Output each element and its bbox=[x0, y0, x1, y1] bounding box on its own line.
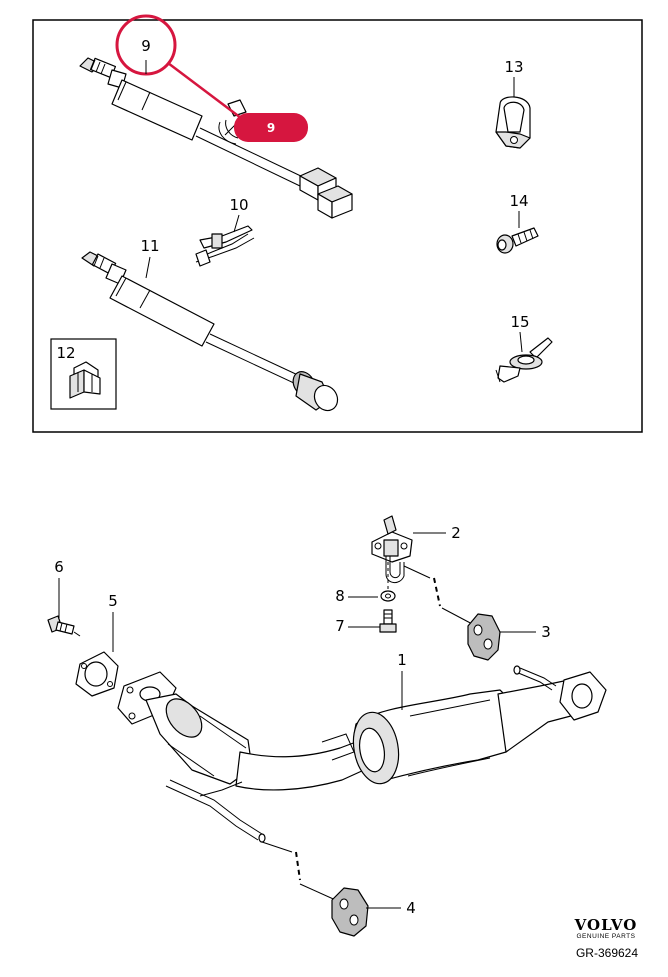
callout-15-leader bbox=[519, 331, 523, 353]
part-15-clip[interactable] bbox=[495, 337, 553, 383]
part-2-hanger-bracket[interactable] bbox=[371, 515, 413, 583]
callout-14-number: 14 bbox=[509, 192, 528, 210]
part-9-oxygen-sensor[interactable] bbox=[79, 57, 353, 219]
mount-3-reference-line bbox=[403, 565, 477, 627]
brand-logo: VOLVO bbox=[574, 916, 638, 934]
part-10-clip[interactable] bbox=[195, 225, 255, 267]
callout-8-number: 8 bbox=[335, 587, 345, 605]
part-14-bolt[interactable] bbox=[496, 227, 539, 254]
callout-9-number: 9 bbox=[141, 37, 151, 55]
part-8-washer[interactable] bbox=[380, 590, 396, 602]
part-5-gasket[interactable] bbox=[75, 651, 119, 697]
mount-4-reference-line bbox=[261, 841, 341, 903]
highlight-badge-label: 9 bbox=[267, 121, 275, 135]
highlight-leader-line bbox=[167, 62, 246, 122]
part-1-front-pipe-catalytic-converter[interactable] bbox=[117, 665, 607, 843]
callout-11-number: 11 bbox=[140, 237, 159, 255]
callout-15-number: 15 bbox=[510, 313, 529, 331]
callout-10-number: 10 bbox=[229, 196, 248, 214]
callout-7-number: 7 bbox=[335, 617, 345, 635]
part-3-rubber-mount[interactable] bbox=[467, 613, 501, 661]
brand-subtitle: GENUINE PARTS bbox=[576, 933, 636, 940]
highlight-badge-9[interactable]: 9 bbox=[234, 113, 308, 142]
part-6-bolt[interactable] bbox=[47, 615, 75, 635]
part-7-bolt[interactable] bbox=[379, 609, 397, 633]
part-4-rubber-mount[interactable] bbox=[331, 887, 369, 937]
bolt-6-to-gasket-line bbox=[73, 631, 81, 637]
callout-5-number: 5 bbox=[108, 592, 118, 610]
callout-3-number: 3 bbox=[541, 623, 551, 641]
callout-11-leader bbox=[145, 256, 151, 279]
callout-12-number: 12 bbox=[56, 344, 75, 362]
diagram-reference: GR-369624 bbox=[575, 946, 639, 960]
callout-1-number: 1 bbox=[397, 651, 407, 669]
callout-10-leader bbox=[233, 214, 240, 233]
callout-2-number: 2 bbox=[451, 524, 461, 542]
part-12-clip[interactable] bbox=[69, 361, 101, 399]
callout-6-number: 6 bbox=[54, 558, 64, 576]
callout-4-number: 4 bbox=[406, 899, 416, 917]
callout-13-number: 13 bbox=[504, 58, 523, 76]
part-13-bracket[interactable] bbox=[495, 96, 531, 149]
part-11-oxygen-sensor[interactable] bbox=[81, 251, 342, 415]
